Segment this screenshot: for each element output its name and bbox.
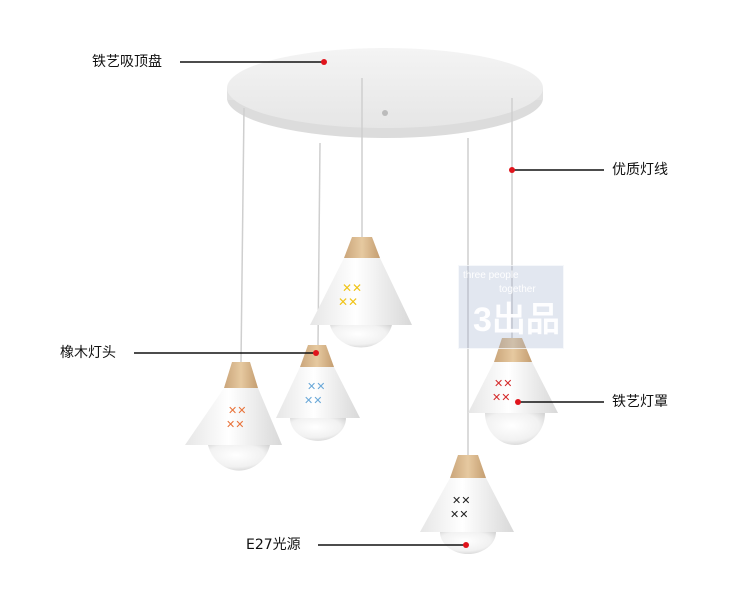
pendant-lamp-yellow: ✕✕ ✕✕ [310, 237, 412, 348]
label-iron-shade: 铁艺灯罩 [612, 394, 668, 410]
label-ceiling-plate: 铁艺吸顶盘 [92, 54, 162, 70]
watermark: three people together 3出品 [458, 265, 564, 349]
svg-text:✕✕: ✕✕ [342, 281, 362, 295]
watermark-line-2: together [499, 284, 536, 295]
svg-text:✕✕: ✕✕ [452, 494, 470, 507]
pendant-lamp-black: ✕✕ ✕✕ [420, 455, 514, 554]
watermark-line-1: three people [463, 270, 519, 281]
watermark-logo: 3出品 [473, 301, 560, 339]
svg-text:✕✕: ✕✕ [226, 418, 244, 431]
callout-dots [313, 59, 521, 548]
pendant-lamp-blue: ✕✕ ✕✕ [276, 345, 360, 441]
svg-text:✕✕: ✕✕ [492, 391, 510, 404]
svg-text:✕✕: ✕✕ [338, 295, 358, 309]
pendant-lamp-red: ✕✕ ✕✕ [468, 338, 558, 445]
svg-text:✕✕: ✕✕ [450, 508, 468, 521]
label-wood-lamp-head: 橡木灯头 [60, 345, 116, 361]
label-wire: 优质灯线 [612, 162, 668, 178]
pendant-lamp-orange: ✕✕ ✕✕ [185, 362, 282, 471]
ceiling-plate [227, 48, 543, 138]
callout-lines [134, 61, 604, 546]
svg-text:✕✕: ✕✕ [304, 394, 322, 407]
label-bulb: E27光源 [246, 537, 301, 553]
svg-text:✕✕: ✕✕ [494, 377, 512, 390]
svg-text:✕✕: ✕✕ [228, 404, 246, 417]
svg-text:✕✕: ✕✕ [307, 380, 325, 393]
